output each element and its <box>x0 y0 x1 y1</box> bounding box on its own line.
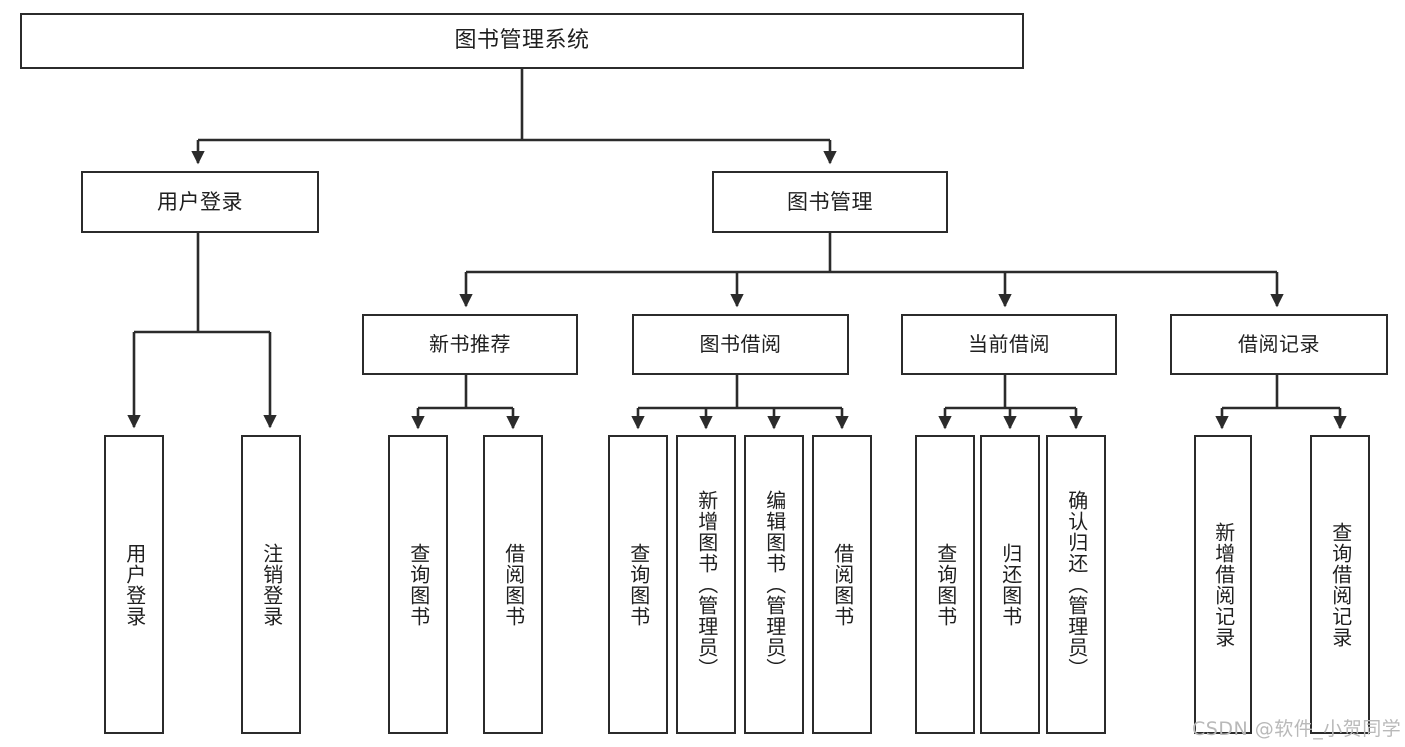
leaf-bb-borrow-book[interactable]: 借阅图书 <box>812 435 872 734</box>
leaf-nb-query-book-label: 查询图书 <box>406 542 431 627</box>
leaf-user-login-label: 用户登录 <box>122 542 147 627</box>
leaf-nb-borrow-book[interactable]: 借阅图书 <box>483 435 543 734</box>
node-book-management[interactable]: 图书管理 <box>712 171 948 233</box>
leaf-nb-query-book[interactable]: 查询图书 <box>388 435 448 734</box>
leaf-cb-confirm-return[interactable]: 确认归还（管理员） <box>1046 435 1106 734</box>
leaf-bb-add-book[interactable]: 新增图书（管理员） <box>676 435 736 734</box>
node-new-book-recommend-label: 新书推荐 <box>429 331 511 356</box>
leaf-logout[interactable]: 注销登录 <box>241 435 301 734</box>
leaf-cb-return-book[interactable]: 归还图书 <box>980 435 1040 734</box>
node-borrow-record-label: 借阅记录 <box>1238 331 1320 356</box>
leaf-bb-add-book-label: 新增图书（管理员） <box>694 490 719 679</box>
leaf-br-add-record[interactable]: 新增借阅记录 <box>1194 435 1252 734</box>
node-new-book-recommend[interactable]: 新书推荐 <box>362 314 578 375</box>
node-book-borrow-label: 图书借阅 <box>699 331 782 356</box>
node-book-borrow[interactable]: 图书借阅 <box>632 314 849 375</box>
leaf-bb-borrow-book-label: 借阅图书 <box>830 542 855 627</box>
leaf-bb-query-book[interactable]: 查询图书 <box>608 435 668 734</box>
leaf-bb-query-book-label: 查询图书 <box>626 542 651 627</box>
leaf-cb-return-book-label: 归还图书 <box>998 542 1023 627</box>
leaf-bb-edit-book-label: 编辑图书（管理员） <box>762 490 787 679</box>
leaf-bb-edit-book[interactable]: 编辑图书（管理员） <box>744 435 804 734</box>
leaf-cb-query-book[interactable]: 查询图书 <box>915 435 975 734</box>
node-current-borrow[interactable]: 当前借阅 <box>901 314 1117 375</box>
leaf-cb-query-book-label: 查询图书 <box>933 542 958 627</box>
node-root-label: 图书管理系统 <box>454 28 590 54</box>
csdn-watermark: CSDN @软件_小贺同学 <box>1192 718 1402 740</box>
leaf-br-query-record-label: 查询借阅记录 <box>1328 521 1353 648</box>
node-root-system[interactable]: 图书管理系统 <box>20 13 1024 69</box>
node-user-login-label: 用户登录 <box>157 189 243 214</box>
node-current-borrow-label: 当前借阅 <box>968 331 1050 356</box>
node-borrow-record[interactable]: 借阅记录 <box>1170 314 1388 375</box>
node-user-login[interactable]: 用户登录 <box>81 171 319 233</box>
leaf-user-login[interactable]: 用户登录 <box>104 435 164 734</box>
leaf-logout-label: 注销登录 <box>259 542 284 627</box>
leaf-nb-borrow-book-label: 借阅图书 <box>501 542 526 627</box>
leaf-br-add-record-label: 新增借阅记录 <box>1211 521 1236 648</box>
leaf-cb-confirm-return-label: 确认归还（管理员） <box>1064 490 1089 679</box>
node-book-management-label: 图书管理 <box>787 189 873 214</box>
leaf-br-query-record[interactable]: 查询借阅记录 <box>1310 435 1370 734</box>
